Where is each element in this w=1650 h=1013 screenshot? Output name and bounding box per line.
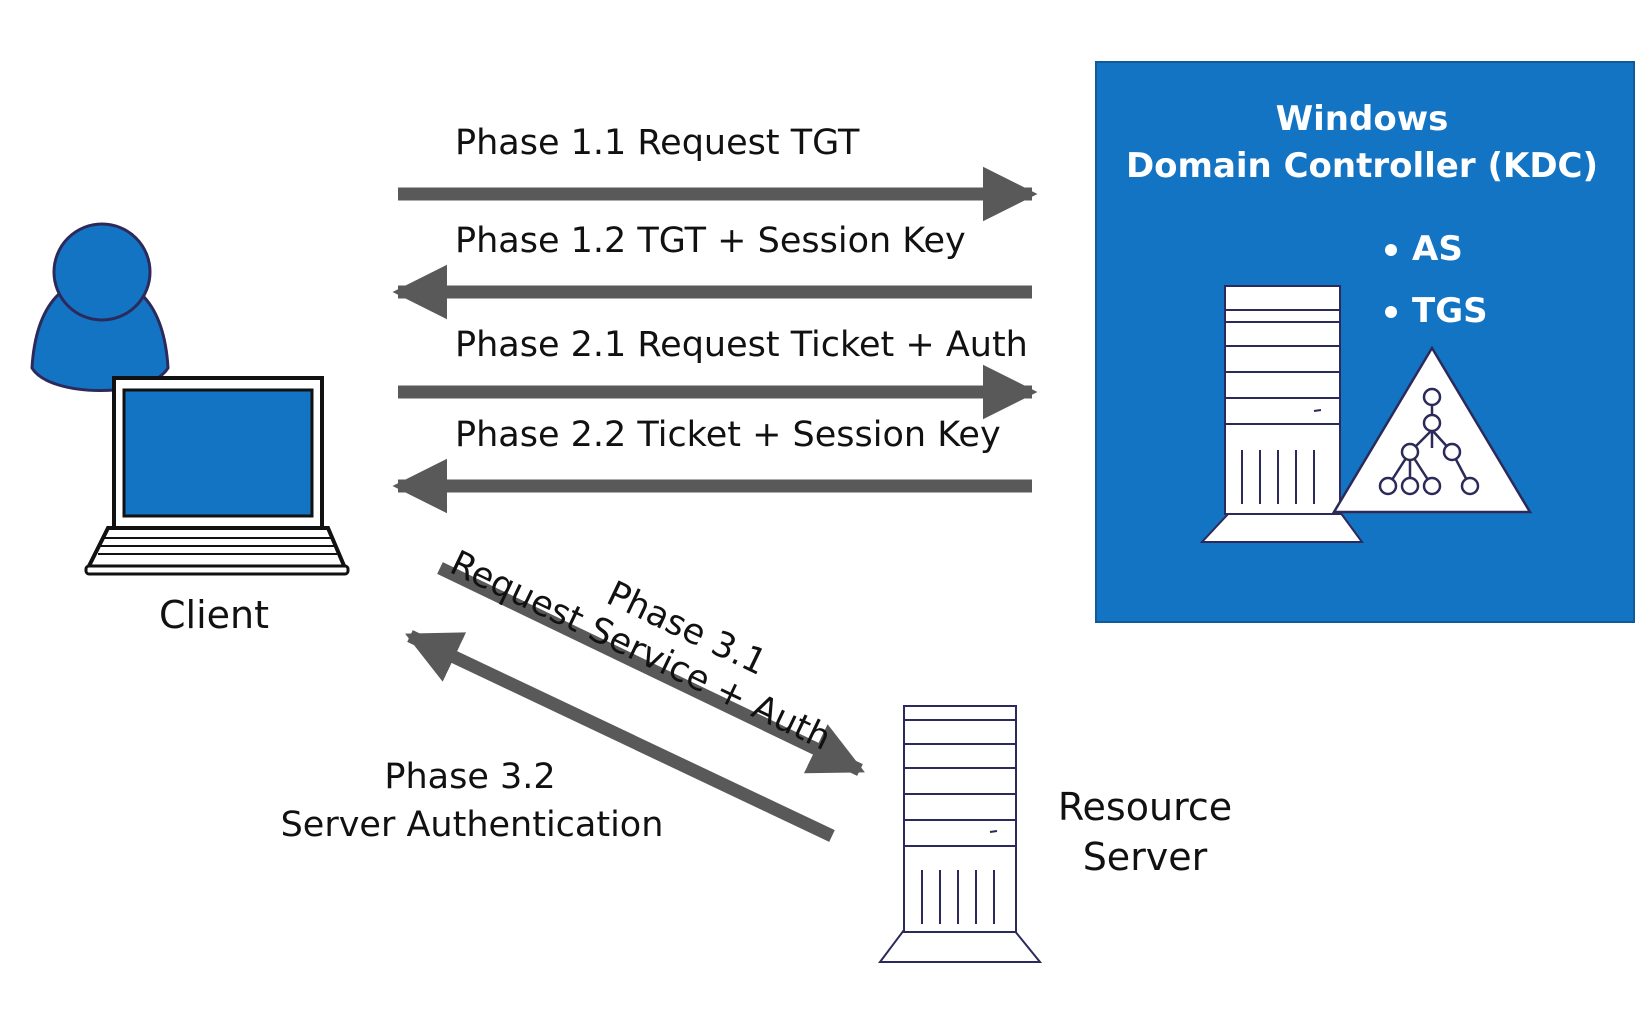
phase-3-2-label-line1: Phase 3.2 [384,757,555,797]
laptop-icon [84,376,350,576]
kdc-server-icon [1199,285,1364,543]
kdc-service-as: AS [1412,229,1463,269]
phase-3-1-label: Phase 3.1 Request Service + Auth [444,543,837,758]
phase-1-2-label: Phase 1.2 TGT + Session Key [455,221,966,261]
arrow-phase-3-2 [405,630,835,842]
kdc-panel: Windows Domain Controller (KDC) AS TGS [1095,61,1635,623]
phase-1-1-label: Phase 1.1 Request TGT [455,123,860,163]
phase-3-1-label-line2: Request Service + Auth [444,543,837,758]
client-icon [30,222,350,576]
phase-2-1-label: Phase 2.1 Request Ticket + Auth [455,325,1028,365]
bullet-icon [1385,244,1397,256]
directory-tree-icon [1331,345,1533,514]
phase-3-2-label-line2: Server Authentication [281,805,664,845]
phase-2-2-label: Phase 2.2 Ticket + Session Key [455,415,1001,455]
bullet-icon [1385,306,1397,318]
resource-server-icon [878,705,1043,963]
kdc-service-tgs: TGS [1412,291,1488,331]
resource-server-label-line2: Server [1083,835,1208,879]
client-label: Client [159,593,269,637]
arrow-phase-3-1 [437,562,865,776]
resource-server-label-line1: Resource [1058,785,1232,829]
phase-arrows [392,166,1038,842]
kdc-title-line2: Domain Controller (KDC) [1126,146,1598,186]
kdc-title-line1: Windows [1276,99,1449,139]
